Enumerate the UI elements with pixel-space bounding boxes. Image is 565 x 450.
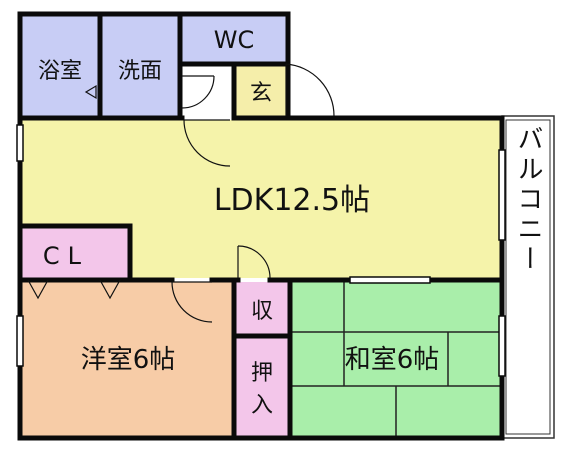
bath-label: 浴室 (38, 59, 82, 84)
japanese-room-label: 和室6帖 (345, 345, 440, 375)
washroom-label: 洗面 (118, 59, 162, 84)
western-room-label: 洋室6帖 (81, 345, 176, 375)
storage-fill (236, 282, 288, 334)
entrance-fill (236, 66, 286, 116)
closet-label: CL (43, 242, 89, 270)
entrance-label: 玄 (250, 81, 272, 106)
storage-label: 収 (251, 299, 273, 324)
ldk-label: LDK12.5帖 (214, 183, 370, 218)
door-swings (27, 63, 335, 323)
western-room-fill (22, 282, 232, 436)
balcony-label: バルコニー (513, 125, 543, 275)
closet-fill (22, 228, 128, 278)
washroom-fill (102, 16, 178, 116)
balcony-inner-outline (505, 119, 551, 435)
wc-label: WC (214, 26, 255, 54)
closet2-fill (236, 338, 288, 436)
closet2-label-top: 押 (251, 361, 273, 386)
wc-fill (182, 16, 286, 62)
closet2-label-bottom: 入 (251, 393, 273, 418)
windows (16, 124, 506, 377)
tatami-lines (292, 282, 500, 436)
bath-fill (22, 16, 98, 116)
